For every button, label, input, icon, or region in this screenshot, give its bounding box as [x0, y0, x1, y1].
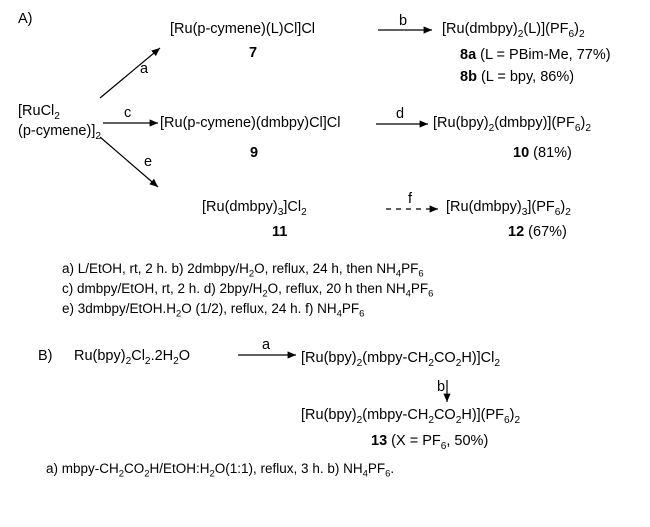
conditions-line-2: c) dmbpy/EtOH, rt, 2 h. d) 2bpy/H2O, ref…: [62, 281, 434, 300]
compound-11-formula: [Ru(dmbpy)3]Cl2: [202, 199, 307, 218]
conditions-line-1: a) L/EtOH, rt, 2 h. b) 2dmbpy/H2O, reflu…: [62, 261, 424, 280]
arrow-e: [99, 136, 159, 188]
compound-8-formula: [Ru(dmbpy)2(L)](PF6)2: [442, 21, 585, 40]
compound-13-label: 13 (X = PF6, 50%): [371, 433, 489, 452]
scheme-a-label: A): [18, 11, 33, 27]
scheme-b-step-a-label: a: [262, 337, 271, 353]
compound-12-label: 12 (67%): [508, 224, 567, 240]
step-f-label: f: [408, 191, 413, 207]
compound-8a-label: 8a (L = PBim-Me, 77%): [460, 47, 611, 63]
scheme-b-conditions: a) mbpy-CH2CO2H/EtOH:H2O(1:1), reflux, 3…: [46, 461, 395, 480]
compound-10-label: 10 (81%): [513, 145, 572, 161]
compound-7-formula: [Ru(p-cymene)(L)Cl]Cl: [170, 21, 316, 37]
scheme-b-product: [Ru(bpy)2(mbpy-CH2CO2H)](PF6)2: [301, 407, 521, 426]
step-e-label: e: [144, 154, 153, 170]
arrow-a: [99, 47, 161, 99]
compound-9-number: 9: [250, 145, 259, 161]
compound-10-formula: [Ru(bpy)2(dmbpy)](PF6)2: [433, 115, 591, 134]
starting-material-line1: [RuCl2: [18, 103, 60, 122]
compound-11-number: 11: [272, 224, 288, 240]
scheme-b-label: B): [38, 348, 53, 364]
compound-7-number: 7: [249, 45, 258, 61]
step-c-label: c: [124, 105, 132, 121]
scheme-b-intermediate: [Ru(bpy)2(mbpy-CH2CO2H)]Cl2: [301, 350, 501, 369]
compound-8b-label: 8b (L = bpy, 86%): [460, 69, 575, 85]
scheme-b-step-b-label: b: [437, 379, 446, 395]
step-a-label: a: [140, 61, 149, 77]
step-d-label: d: [396, 106, 405, 122]
scheme-b-starting-material: Ru(bpy)2Cl2.2H2O: [74, 348, 191, 367]
compound-12-formula: [Ru(dmbpy)3](PF6)2: [446, 199, 571, 218]
compound-9-formula: [Ru(p-cymene)(dmbpy)Cl]Cl: [160, 115, 341, 131]
starting-material-line2: (p-cymene)]2: [18, 123, 101, 142]
conditions-line-3: e) 3dmbpy/EtOH.H2O (1/2), reflux, 24 h. …: [62, 301, 365, 320]
step-b-label: b: [399, 13, 408, 29]
